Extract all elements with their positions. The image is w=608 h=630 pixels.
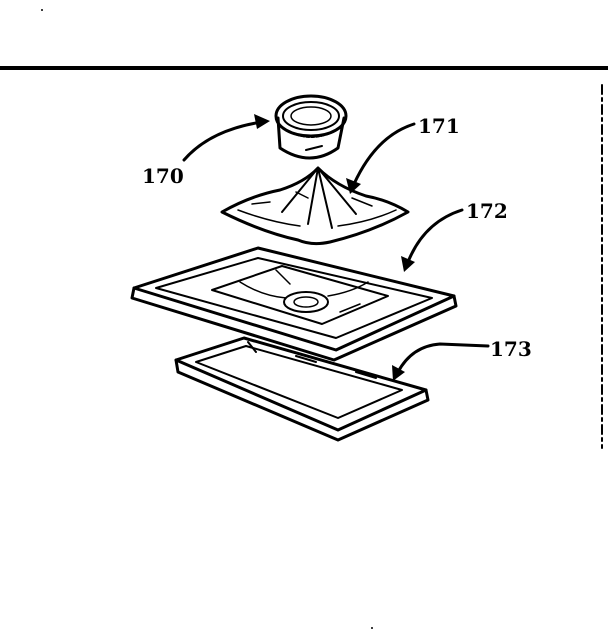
part-drip-tray	[174, 336, 430, 442]
part-diffuser	[220, 166, 410, 246]
scan-speck	[371, 627, 373, 629]
part-label-173: 173	[490, 337, 532, 361]
leader-arrow-173	[392, 342, 490, 381]
scan-speck	[41, 9, 43, 11]
leader-arrow-170	[182, 114, 270, 162]
part-label-172: 172	[466, 199, 508, 223]
leader-arrow-171	[346, 122, 416, 194]
part-label-171: 171	[418, 114, 460, 138]
part-knob	[274, 94, 348, 160]
part-label-170: 170	[142, 164, 184, 188]
leader-arrow-172	[401, 208, 464, 272]
part-burner-pan	[130, 246, 458, 362]
